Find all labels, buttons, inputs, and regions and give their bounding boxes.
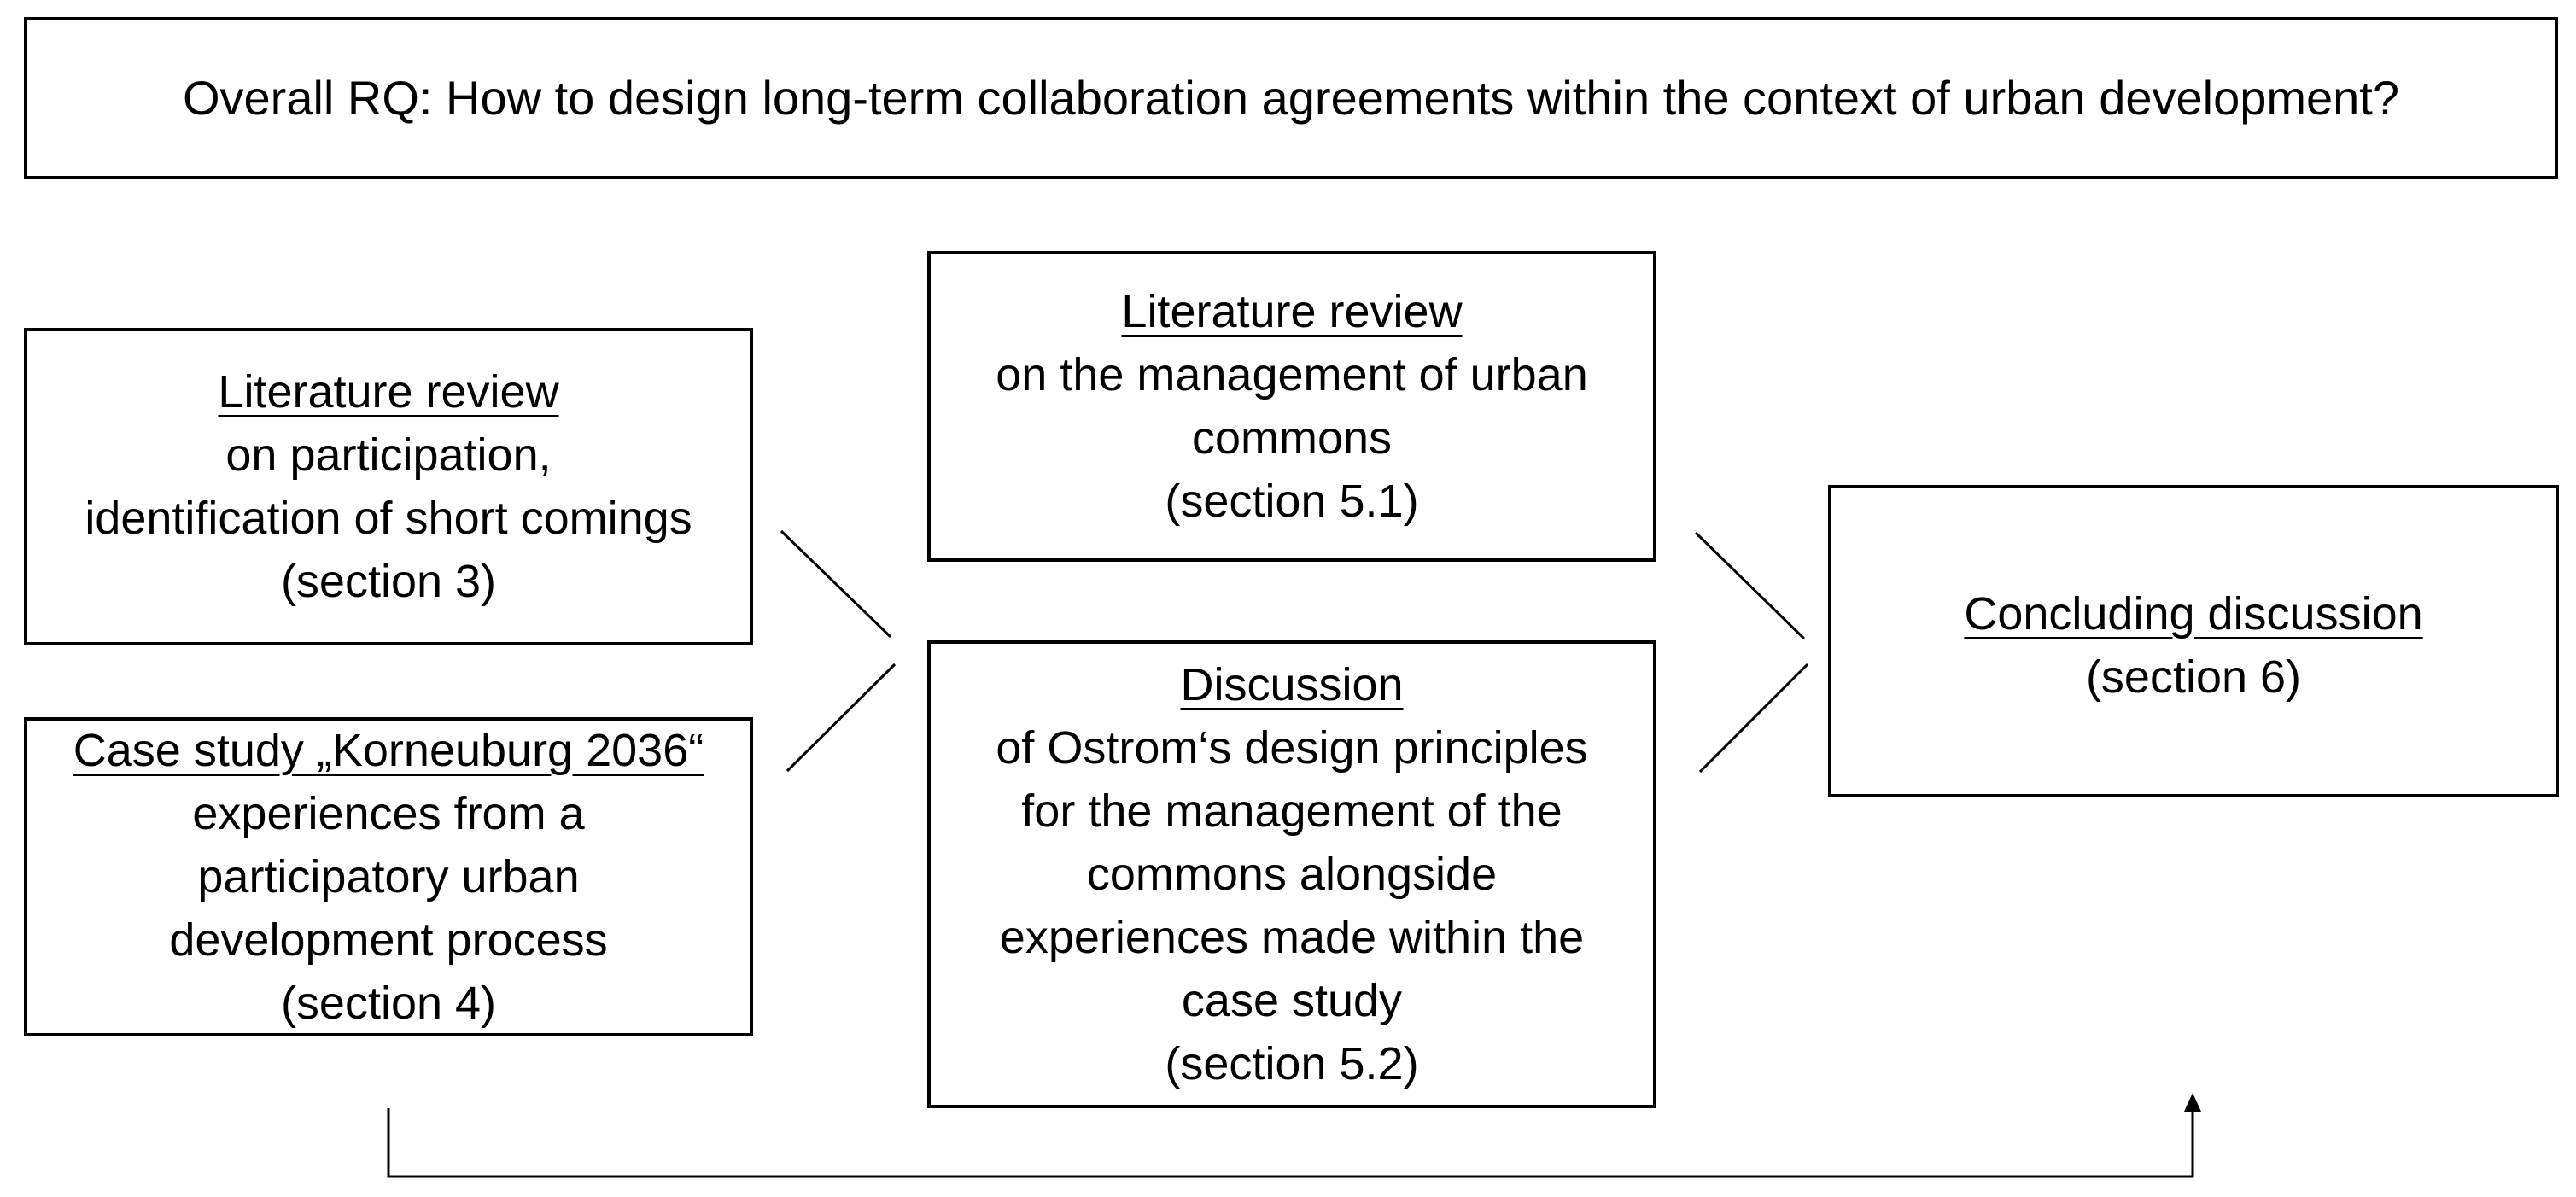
literature-review-commons-line: commons <box>1191 412 1393 464</box>
literature-review-participation-line: identification of short comings <box>85 493 692 544</box>
literature-review-participation-section: (section 3) <box>280 556 497 607</box>
concluding-discussion-title: Concluding discussion <box>1964 588 2423 639</box>
literature-review-commons-section: (section 5.1) <box>1165 476 1419 527</box>
literature-review-participation-title: Literature review <box>218 366 559 417</box>
discussion-section: (section 5.2) <box>1165 1038 1419 1089</box>
discussion-line: commons alongside <box>1086 849 1498 900</box>
overall-research-question-box: Overall RQ: How to design long-term coll… <box>24 17 2558 179</box>
case-study-line: participatory urban <box>197 851 580 902</box>
discussion-line: for the management of the <box>1021 785 1563 837</box>
literature-review-participation-box: Literature review on participation, iden… <box>24 328 753 645</box>
literature-review-commons-box: Literature review on the management of u… <box>927 251 1656 562</box>
case-study-section: (section 4) <box>280 978 497 1029</box>
discussion-line: of Ostrom‘s design principles <box>996 722 1588 774</box>
discussion-line: experiences made within the <box>999 912 1585 963</box>
connector-commons-to-conclusion <box>1694 531 1806 640</box>
connector-participation-to-center <box>780 529 892 639</box>
literature-review-commons-line: on the management of urban <box>996 349 1588 400</box>
discussion-box: Discussion of Ostrom‘s design principles… <box>927 640 1656 1108</box>
case-study-title: Case study „Korneuburg 2036“ <box>73 725 704 776</box>
arrowhead-icon <box>2184 1093 2201 1112</box>
literature-review-commons-title: Literature review <box>1121 286 1463 337</box>
concluding-discussion-box: Concluding discussion (section 6) <box>1828 485 2559 797</box>
literature-review-participation-line: on participation, <box>225 429 552 481</box>
case-study-box: Case study „Korneuburg 2036“ experiences… <box>24 717 753 1036</box>
case-study-line: experiences from a <box>192 788 585 839</box>
discussion-title: Discussion <box>1180 659 1404 710</box>
connector-case-study-to-center <box>786 663 897 773</box>
concluding-discussion-section: (section 6) <box>2085 651 2302 703</box>
bottom-feedback-arrow-line <box>387 1108 2194 1178</box>
discussion-line: case study <box>1181 975 1403 1026</box>
overall-research-question-text: Overall RQ: How to design long-term coll… <box>182 71 2400 125</box>
case-study-line: development process <box>169 914 608 966</box>
connector-discussion-to-conclusion <box>1698 663 1809 774</box>
